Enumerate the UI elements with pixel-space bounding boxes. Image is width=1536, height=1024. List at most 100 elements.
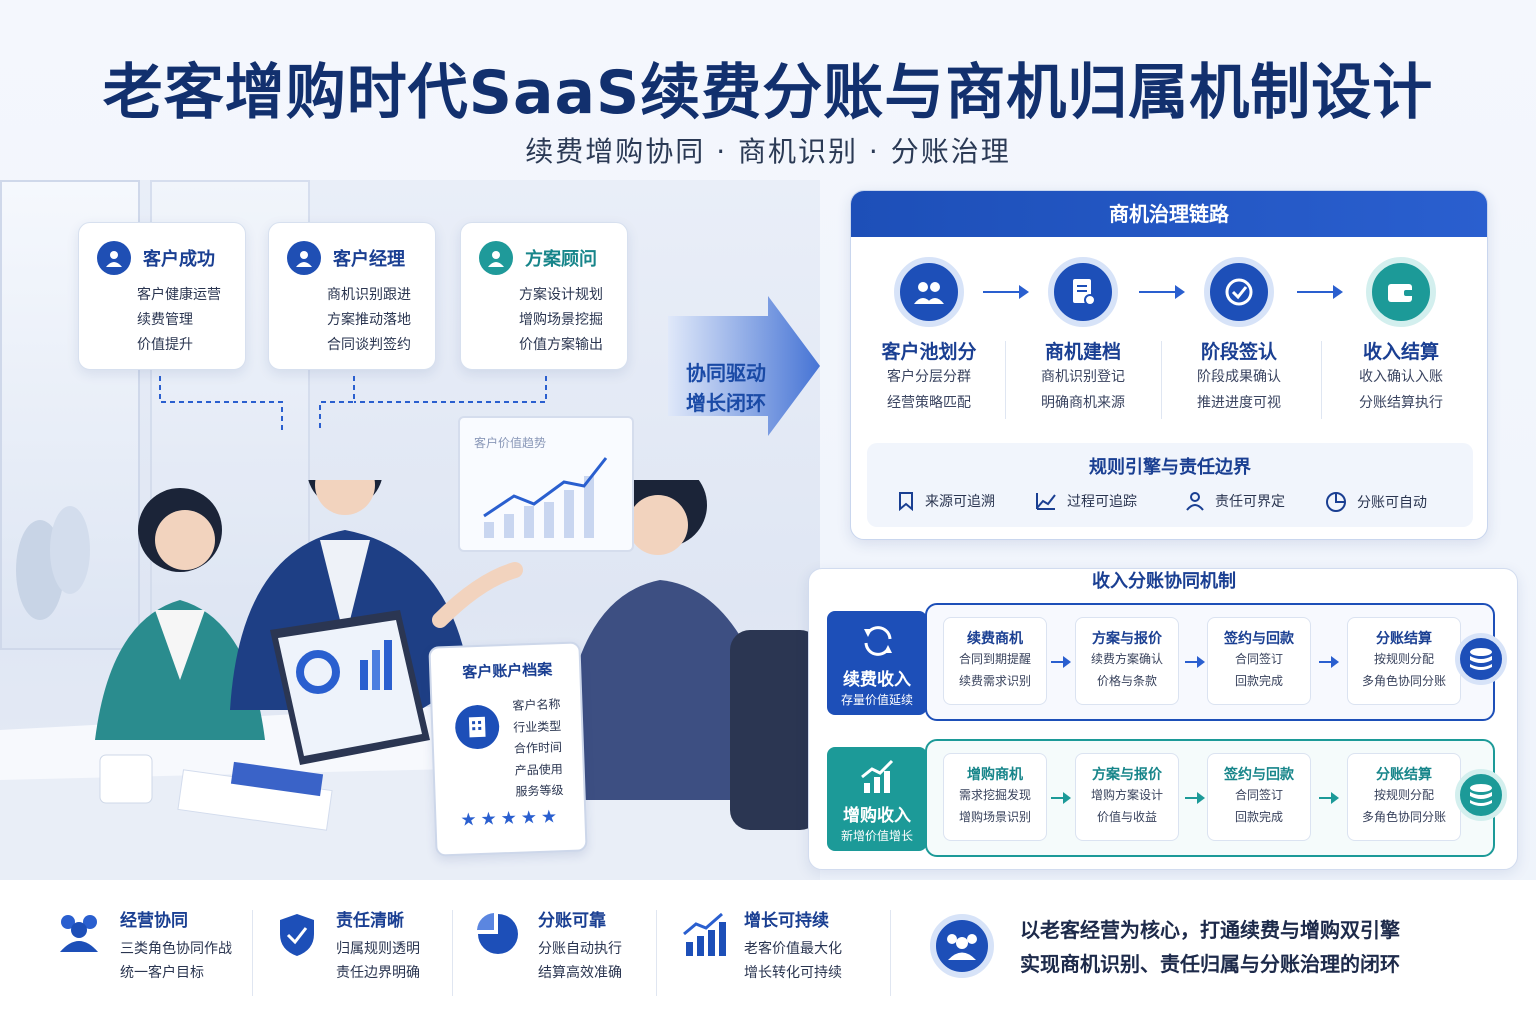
profile-field: 客户名称 (512, 697, 561, 713)
role-title: 客户成功 (143, 249, 215, 270)
growth-icon (861, 759, 894, 793)
step-proposal-quote: 方案与报价 续费方案确认 价格与条款 (1075, 617, 1179, 705)
stage-line: 商机识别登记 (1041, 369, 1125, 385)
step-sign-payment: 签约与回款 合同签订 回款完成 (1207, 617, 1311, 705)
step-line: 增购方案设计 (1090, 788, 1163, 802)
profile-field: 产品使用 (514, 761, 563, 778)
rule-automatic-split: 分账可自动 (1325, 491, 1427, 513)
role-duty: 合同谈判签约 (327, 337, 411, 353)
step-title: 分账结算 (1376, 767, 1432, 783)
rules-title: 规则引擎与责任边界 (1089, 457, 1251, 478)
step-title: 续费商机 (967, 631, 1023, 647)
page-title: 老客增购时代SaaS续费分账与商机归属机制设计 (102, 58, 1434, 128)
pie-icon (477, 913, 518, 954)
stage-line: 客户分层分群 (887, 369, 971, 385)
building-icon (454, 704, 500, 750)
lane-arrow-icon (1319, 656, 1339, 668)
role-duties: 方案设计规划 增购场景挖掘 价值方案输出 (519, 283, 603, 358)
rule-label: 责任可界定 (1215, 494, 1285, 510)
profile-field: 行业类型 (513, 718, 562, 735)
closing-statement: 实现商机识别、责任归属与分账治理的闭环 (1020, 952, 1400, 976)
rules-engine-box: 规则引擎与责任边界 来源可追溯 过程可追踪 责任可界定 分账可自动 (867, 443, 1473, 527)
footer-item-line: 归属规则透明 (336, 941, 420, 957)
rule-label: 过程可追踪 (1067, 494, 1137, 510)
role-title: 方案顾问 (525, 249, 597, 270)
lane-tag-upsell: 增购收入 新增价值增长 (827, 747, 927, 851)
page-subtitle: 续费增购协同 · 商机识别 · 分账治理 (525, 135, 1011, 168)
footer-item-title: 分账可靠 (538, 911, 606, 931)
stage-line: 经营策略匹配 (887, 395, 971, 411)
stage-title: 客户池划分 (881, 341, 977, 363)
rule-definable-responsibility: 责任可界定 (1185, 491, 1285, 511)
role-connectors (159, 376, 547, 432)
footer-item-line: 增长转化可持续 (744, 965, 842, 981)
step-line: 回款完成 (1234, 810, 1283, 824)
footer-summary: 经营协同 三类角色协同作战 统一客户目标 责任清晰 归属规则透明 责任边界明确 … (0, 880, 1536, 1024)
footer-item-title: 经营协同 (120, 911, 188, 931)
step-line: 按规则分配 (1373, 788, 1434, 802)
role-duty: 商机识别跟进 (327, 287, 411, 303)
bar-growth-icon (683, 912, 726, 956)
revenue-panel-title-text: 收入分账协同机制 (1076, 571, 1252, 592)
step-line: 续费需求识别 (958, 674, 1031, 688)
customer-profile-card: 客户账户档案 客户名称 行业类型 合作时间 产品使用 服务等级 ★★★★★ (428, 641, 588, 857)
lane-tag-renewal: 续费收入 存量价值延续 (827, 611, 927, 715)
step-line: 合同签订 (1234, 652, 1283, 666)
footer-divider (656, 910, 657, 996)
step-line: 多角色协同分账 (1361, 674, 1446, 688)
rule-traceable-source: 来源可追溯 (897, 491, 995, 511)
lane-tag-subtitle: 存量价值延续 (840, 693, 913, 707)
footer-item-line: 结算高效准确 (538, 965, 622, 981)
bookmark-icon (899, 492, 913, 511)
stage-line: 推进进度可视 (1197, 395, 1281, 411)
step-line: 增购场景识别 (958, 810, 1031, 824)
stage-customer-pool: 客户池划分 客户分层分群 经营策略匹配 (859, 257, 999, 416)
step-renewal-opportunity: 续费商机 合同到期提醒 续费需求识别 (943, 617, 1047, 705)
step-line: 需求挖掘发现 (958, 788, 1031, 802)
role-title: 客户经理 (333, 249, 405, 270)
role-duty: 增购场景挖掘 (519, 312, 603, 328)
role-duties: 商机识别跟进 方案推动落地 合同谈判签约 (327, 283, 411, 358)
step-line: 续费方案确认 (1090, 652, 1163, 666)
role-duty: 客户健康运营 (137, 287, 221, 303)
footer-divider (452, 910, 453, 996)
role-card-customer-success: 客户成功 客户健康运营 续费管理 价值提升 (78, 222, 246, 370)
users-icon (894, 257, 964, 327)
lane-arrow-icon (1051, 792, 1071, 804)
governance-panel: 商机治理链路 客户池划分 客户分层分群 经营策略匹配 商机建档 商机识别登记 明… (850, 190, 1488, 540)
governance-header: 商机治理链路 (851, 191, 1487, 237)
user-icon (97, 241, 131, 275)
stage-title: 收入结算 (1362, 341, 1439, 363)
rating-stars-icon: ★★★★★ (460, 806, 562, 831)
value-trend-board: 客户价值趋势 (458, 416, 634, 552)
step-title: 签约与回款 (1224, 767, 1294, 783)
shield-icon (280, 914, 314, 956)
footer-item-line: 老客价值最大化 (744, 941, 842, 957)
trend-icon (1036, 493, 1056, 510)
footer-item-title: 增长可持续 (744, 911, 829, 931)
drive-label: 协同驱动 增长闭环 (686, 358, 766, 418)
meeting-illustration (0, 480, 820, 880)
step-title: 方案与报价 (1092, 631, 1162, 647)
step-line: 按规则分配 (1373, 652, 1434, 666)
value-trend-title: 客户价值趋势 (474, 436, 547, 450)
stage-line: 分账结算执行 (1359, 395, 1443, 411)
role-card-account-manager: 客户经理 商机识别跟进 方案推动落地 合同谈判签约 (268, 222, 436, 370)
stage-line: 收入确认入账 (1359, 369, 1443, 385)
role-duty: 方案设计规划 (519, 287, 603, 303)
team-icon (930, 914, 994, 978)
step-title: 签约与回款 (1224, 631, 1294, 647)
rule-label: 分账可自动 (1357, 495, 1427, 511)
lane-arrow-icon (1185, 792, 1205, 804)
role-duty: 价值方案输出 (519, 337, 603, 353)
stage-phase-signoff: 阶段签认 阶段成果确认 推进进度可视 (1169, 257, 1309, 416)
stage-title: 商机建档 (1044, 341, 1121, 363)
step-title: 方案与报价 (1092, 767, 1162, 783)
footer-item-line: 统一客户目标 (120, 965, 204, 981)
pie-icon (1326, 492, 1346, 512)
wallet-icon (1366, 257, 1436, 327)
stage-arrow-icon (1297, 285, 1343, 299)
stage-line: 阶段成果确认 (1197, 369, 1281, 385)
profile-fields: 客户名称 行业类型 合作时间 产品使用 服务等级 (512, 694, 564, 803)
step-title: 增购商机 (967, 767, 1023, 783)
